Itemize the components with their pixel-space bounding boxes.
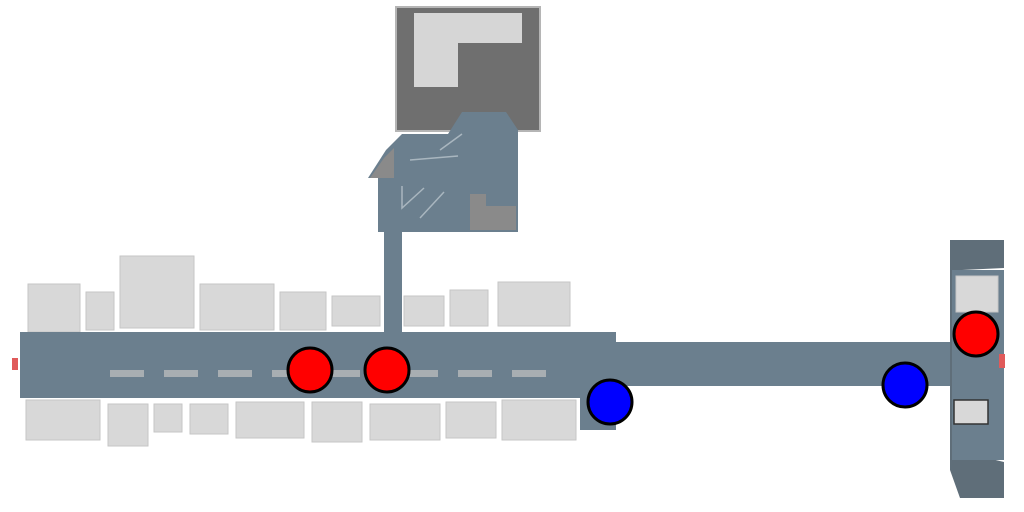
building xyxy=(189,403,229,435)
red-circle-icon[interactable] xyxy=(286,346,334,394)
building xyxy=(153,403,183,433)
building xyxy=(403,295,445,327)
marking-line xyxy=(419,191,445,219)
marking-line xyxy=(439,133,463,151)
lane-dash xyxy=(458,370,492,377)
lane-dash xyxy=(110,370,144,377)
south-buildings xyxy=(25,399,577,447)
building xyxy=(311,401,363,443)
building xyxy=(25,399,101,441)
building xyxy=(279,291,327,331)
building xyxy=(199,283,275,331)
lane-dash xyxy=(404,370,438,377)
building xyxy=(369,403,441,441)
building xyxy=(107,403,149,447)
lane-dash xyxy=(218,370,252,377)
plaza-markings xyxy=(401,133,463,219)
building xyxy=(501,399,577,441)
building xyxy=(119,255,195,329)
plaza-left-block xyxy=(370,148,394,178)
north-compound xyxy=(395,6,541,132)
red-circle-icon[interactable] xyxy=(952,310,1000,358)
north-plaza xyxy=(368,112,518,334)
building xyxy=(235,401,305,439)
building xyxy=(27,283,81,333)
red-team-markers xyxy=(286,310,1000,394)
red-circle-icon[interactable] xyxy=(363,346,411,394)
lane-dash xyxy=(326,370,360,377)
marking-line xyxy=(409,155,459,161)
east-terminal xyxy=(950,240,1005,498)
building xyxy=(449,289,489,327)
building xyxy=(331,295,381,327)
building xyxy=(85,291,115,331)
blue-team-markers xyxy=(586,361,929,426)
lane-dash xyxy=(164,370,198,377)
marking-line xyxy=(401,186,425,210)
terminal-room xyxy=(955,275,999,313)
north-buildings xyxy=(27,255,571,333)
terminal-crate xyxy=(953,399,989,425)
plaza-connector-road xyxy=(384,230,402,334)
main-street xyxy=(12,332,958,430)
spawn-tick-icon xyxy=(12,358,18,370)
plaza-corner-block xyxy=(470,194,516,230)
building xyxy=(445,401,497,439)
building xyxy=(497,281,571,327)
blue-circle-icon[interactable] xyxy=(881,361,929,409)
lane-dash xyxy=(512,370,546,377)
compound-building xyxy=(414,13,522,87)
blue-circle-icon[interactable] xyxy=(586,378,634,426)
spawn-tick-icon xyxy=(999,354,1005,368)
